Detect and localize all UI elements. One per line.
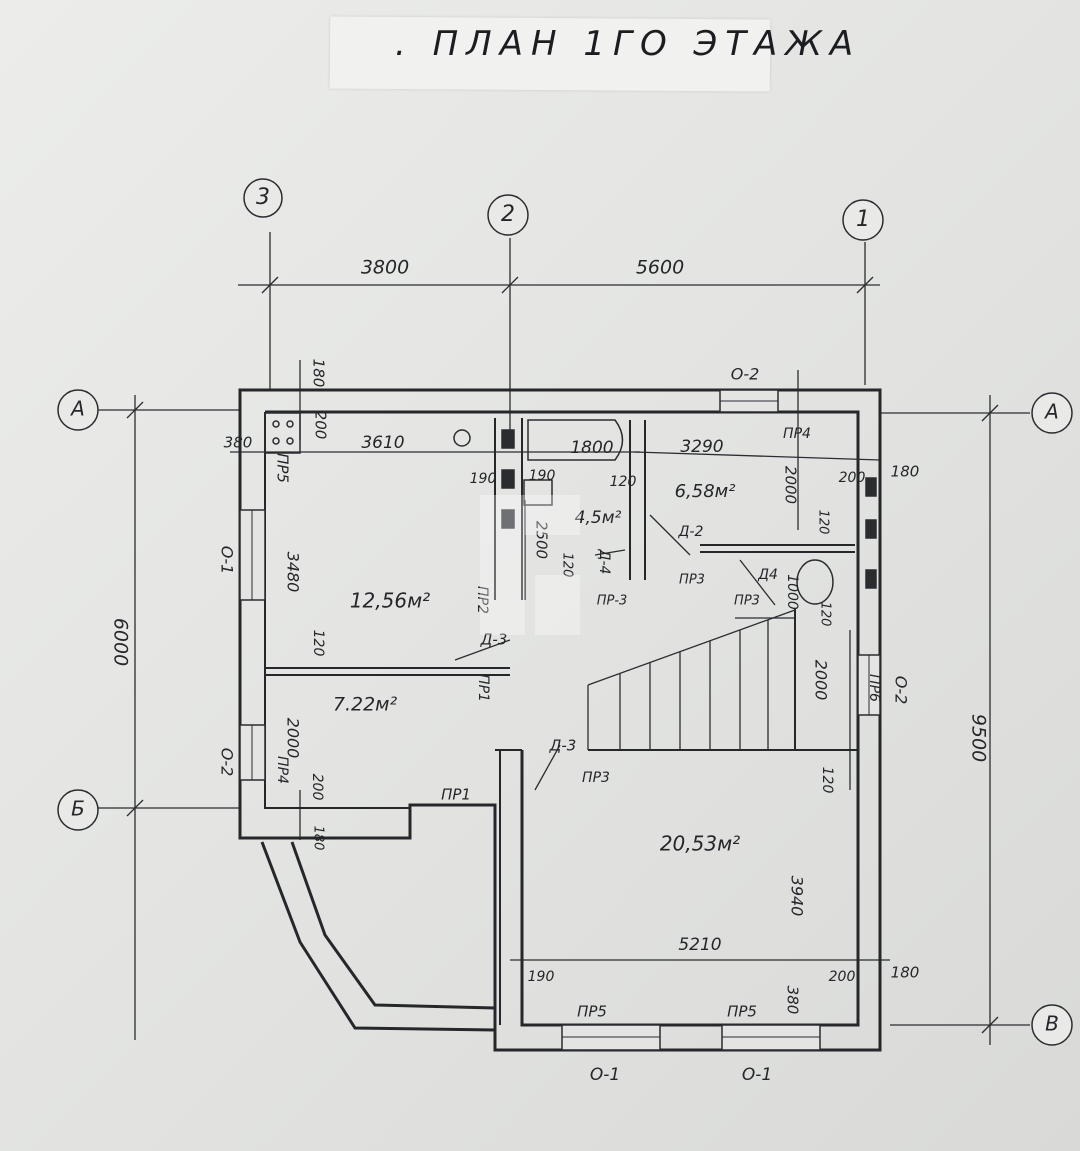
mark-label-13: ПР-3 [597,594,628,609]
dim-wall-0: 180 [310,359,328,388]
mark-label-21: ПР5 [727,1003,757,1021]
mark-label-17: ПР3 [734,594,760,609]
mark-label-22: О-1 [590,1065,620,1085]
dim-wall-5: 3290 [680,437,723,457]
bathtub [527,419,624,461]
axis-marker-2 [487,194,529,236]
dim-right-total: 9500 [968,714,990,762]
bay-wall-outer [260,841,496,1032]
axis-label-let-3: В [1045,1012,1059,1036]
mark-label-14: Д-2 [678,524,704,540]
axis-marker-a-left [57,389,99,431]
axis-label-num-1: 2 [501,202,515,227]
dim-wall-28: 180 [891,964,920,982]
dim-wall-16: 120 [818,602,833,627]
mark-label-20: ПР5 [577,1003,607,1021]
dim-wall-10: 180 [891,463,920,481]
axis-label-let-2: Б [71,797,85,821]
dim-wall-14: 120 [816,510,831,535]
axis-label-let-1: А [1043,400,1059,424]
mark-label-12: Д-4 [596,549,612,575]
room-area-1: 12,56м² [350,589,430,613]
axis-label-let-0: А [69,397,85,421]
dim-wall-24: 3940 [788,876,807,917]
outer-wall [238,388,882,1052]
bay-wall-inner [290,841,496,1010]
axis-marker-v [1031,1004,1073,1046]
mark-label-19: О-2 [892,676,911,705]
dim-wall-27: 200 [829,969,856,985]
dim-wall-25: 5210 [678,935,721,955]
watermark-logo [480,495,580,635]
plan-title: . ПЛАН 1ГО ЭТАЖА [395,24,862,64]
dim-wall-21: 180 [311,826,326,851]
room-area-5: 20,53м² [660,832,740,856]
dim-wall-1: 200 [312,411,330,440]
dim-wall-26: 190 [528,969,555,985]
dim-wall-13: 120 [560,553,575,578]
room-area-4: 6,58м² [675,481,736,502]
dim-left-total: 6000 [110,618,132,666]
axis-label-num-0: 3 [256,185,270,210]
mark-label-8: ПР4 [274,756,290,784]
dim-wall-18: 120 [310,630,326,657]
dim-wall-11: 2000 [782,466,800,504]
axis-marker-b [57,789,99,831]
sink [523,479,553,506]
mark-label-7: О-2 [218,748,237,777]
dim-wall-22: 2000 [812,660,831,701]
stove [264,412,301,454]
axis-marker-3 [243,178,283,218]
mark-label-11: ПР3 [582,770,610,786]
dim-wall-23: 120 [819,767,835,794]
mark-label-6: ПР1 [475,674,491,702]
mark-label-1: ПР4 [783,426,811,442]
dim-wall-12: 2500 [533,521,551,559]
room-area-2: 7.22м² [333,694,398,716]
room-area-3: 4,5м² [575,508,622,528]
mark-label-23: О-1 [742,1065,772,1085]
mark-label-5: Д-3 [480,631,508,649]
mark-label-4: ПР2 [474,586,490,614]
mark-label-18: ПР6 [866,674,882,702]
dim-wall-20: 200 [309,774,325,801]
dim-wall-4: 1800 [570,438,613,458]
dim-wall-9: 200 [839,470,866,486]
dim-wall-6: 190 [470,471,497,487]
dim-wall-3: 3610 [361,433,404,453]
dim-wall-17: 3480 [284,552,303,593]
meter-icon [453,429,471,447]
dim-wall-2: 380 [224,434,253,452]
axis-marker-1 [842,199,884,241]
inner-wall-outline [265,410,860,1027]
staircase [587,609,796,750]
toilet [796,559,834,605]
mark-label-0: О-2 [731,365,760,384]
mark-label-10: Д-3 [549,737,577,755]
axis-marker-a-right [1031,392,1073,434]
dim-top-1: 5600 [636,257,684,279]
mark-label-15: ПР3 [679,573,705,588]
dim-wall-8: 120 [610,474,637,490]
dim-wall-15: 1000 [784,574,800,610]
dim-top-0: 3800 [361,257,409,279]
dim-wall-19: 2000 [284,718,303,759]
axis-label-num-2: 1 [856,207,870,232]
mark-label-16: Д4 [757,567,778,583]
mark-label-9: ПР1 [441,786,471,804]
mark-label-2: ПР5 [274,453,292,483]
dim-wall-7: 190 [529,468,556,484]
mark-label-3: О-1 [218,546,237,575]
dim-wall-29: 380 [784,986,802,1015]
